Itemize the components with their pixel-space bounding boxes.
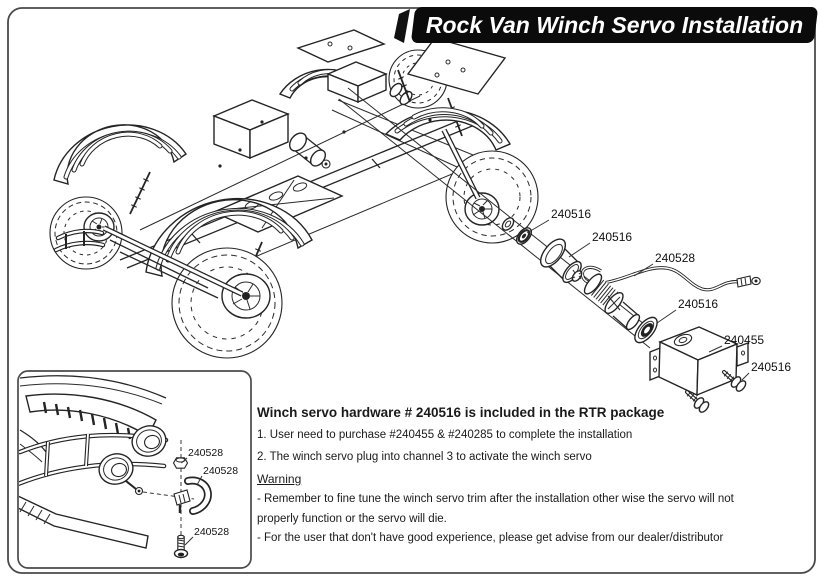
part-servo (649, 326, 749, 397)
instruction-step-2: 2. The winch servo plug into channel 3 t… (257, 451, 592, 463)
cable-connector (736, 275, 752, 288)
warning-line-2: properly function or the servo will die. (257, 512, 447, 525)
warning-line-3: - For the user that don't have good expe… (257, 532, 724, 544)
bolts (218, 118, 432, 168)
part-labels: 240516 240516 240528 240516 240455 24051… (526, 207, 791, 381)
part-spool (583, 273, 624, 315)
servo-cable (580, 265, 761, 292)
part-label: 240455 (724, 333, 764, 347)
part-flanged-washer (634, 316, 658, 344)
rear-shock-plate (406, 37, 507, 95)
page-title: Rock Van Winch Servo Installation (425, 11, 804, 38)
front-bumper (53, 228, 106, 253)
part-hook-screw (173, 534, 189, 559)
part-flanged-cup (539, 238, 583, 284)
part-screw-b (685, 390, 710, 413)
inset-detail: 240528 240528 240528 (17, 370, 252, 569)
part-nut (501, 217, 515, 231)
part-sleeve (612, 301, 641, 331)
suspension-link (331, 109, 469, 173)
axis-line (338, 98, 651, 349)
fender-front-right (145, 198, 313, 277)
instruction-step-1: 1. User need to purchase #240455 & #2402… (257, 429, 633, 441)
banner-accent (394, 9, 410, 43)
part-screw-a (722, 370, 747, 392)
winch-mount (326, 61, 413, 106)
part-winch-hook (173, 476, 212, 515)
part-label: 240528 (655, 251, 695, 265)
inset-front-view (19, 375, 169, 549)
instruction-block: Winch servo hardware # 240516 is include… (257, 405, 817, 549)
truck-illustration (49, 29, 539, 359)
part-label: 240528 (203, 465, 238, 477)
part-label: 240516 (678, 297, 718, 311)
exploded-view: 240516 240516 240528 240516 240455 24051… (338, 87, 791, 413)
body-plate (296, 29, 386, 63)
driving-light-lower (98, 453, 134, 485)
inset-labels: 240528 240528 240528 (181, 447, 238, 546)
part-label: 240528 (194, 526, 229, 538)
driving-light-upper (131, 425, 167, 457)
esc-box (212, 99, 290, 160)
part-label: 240516 (751, 360, 791, 374)
part-label: 240528 (188, 447, 223, 459)
wheel-front-right (171, 247, 283, 359)
motor (288, 132, 331, 169)
part-label: 240516 (592, 230, 632, 244)
warning-title: Warning (257, 472, 302, 486)
warning-line-1: - Remember to fine tune the winch servo … (257, 493, 734, 505)
part-bearing-washer (515, 227, 533, 245)
title-banner: Rock Van Winch Servo Installation (410, 7, 819, 43)
instructions-heading: Winch servo hardware # 240516 is include… (257, 405, 665, 420)
fender-front-left (53, 124, 187, 185)
part-label: 240516 (551, 207, 591, 221)
fender-rear-right (384, 107, 512, 151)
